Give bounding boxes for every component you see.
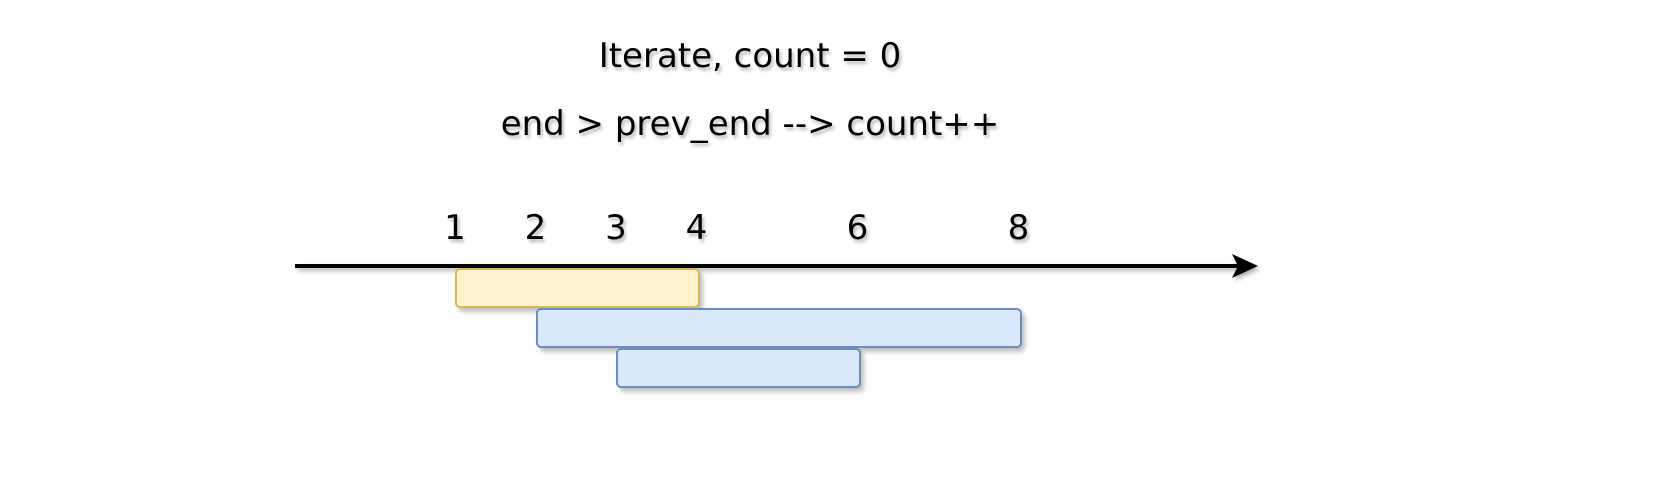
tick-label-6: 6 bbox=[846, 208, 869, 248]
tick-label-2: 2 bbox=[524, 208, 547, 248]
tick-label-8: 8 bbox=[1007, 208, 1030, 248]
axis-arrow-icon bbox=[1232, 254, 1258, 278]
interval-bar-highlighted bbox=[455, 268, 700, 308]
interval-bar bbox=[535, 308, 1022, 348]
counting-rule: end > prev_end --> count++ bbox=[500, 104, 1000, 144]
tick-label-3: 3 bbox=[605, 208, 627, 248]
tick-label-1: 1 bbox=[444, 208, 466, 248]
interval-bar bbox=[616, 348, 861, 388]
diagram-title: Iterate, count = 0 bbox=[598, 36, 902, 76]
tick-label-4: 4 bbox=[685, 208, 708, 248]
